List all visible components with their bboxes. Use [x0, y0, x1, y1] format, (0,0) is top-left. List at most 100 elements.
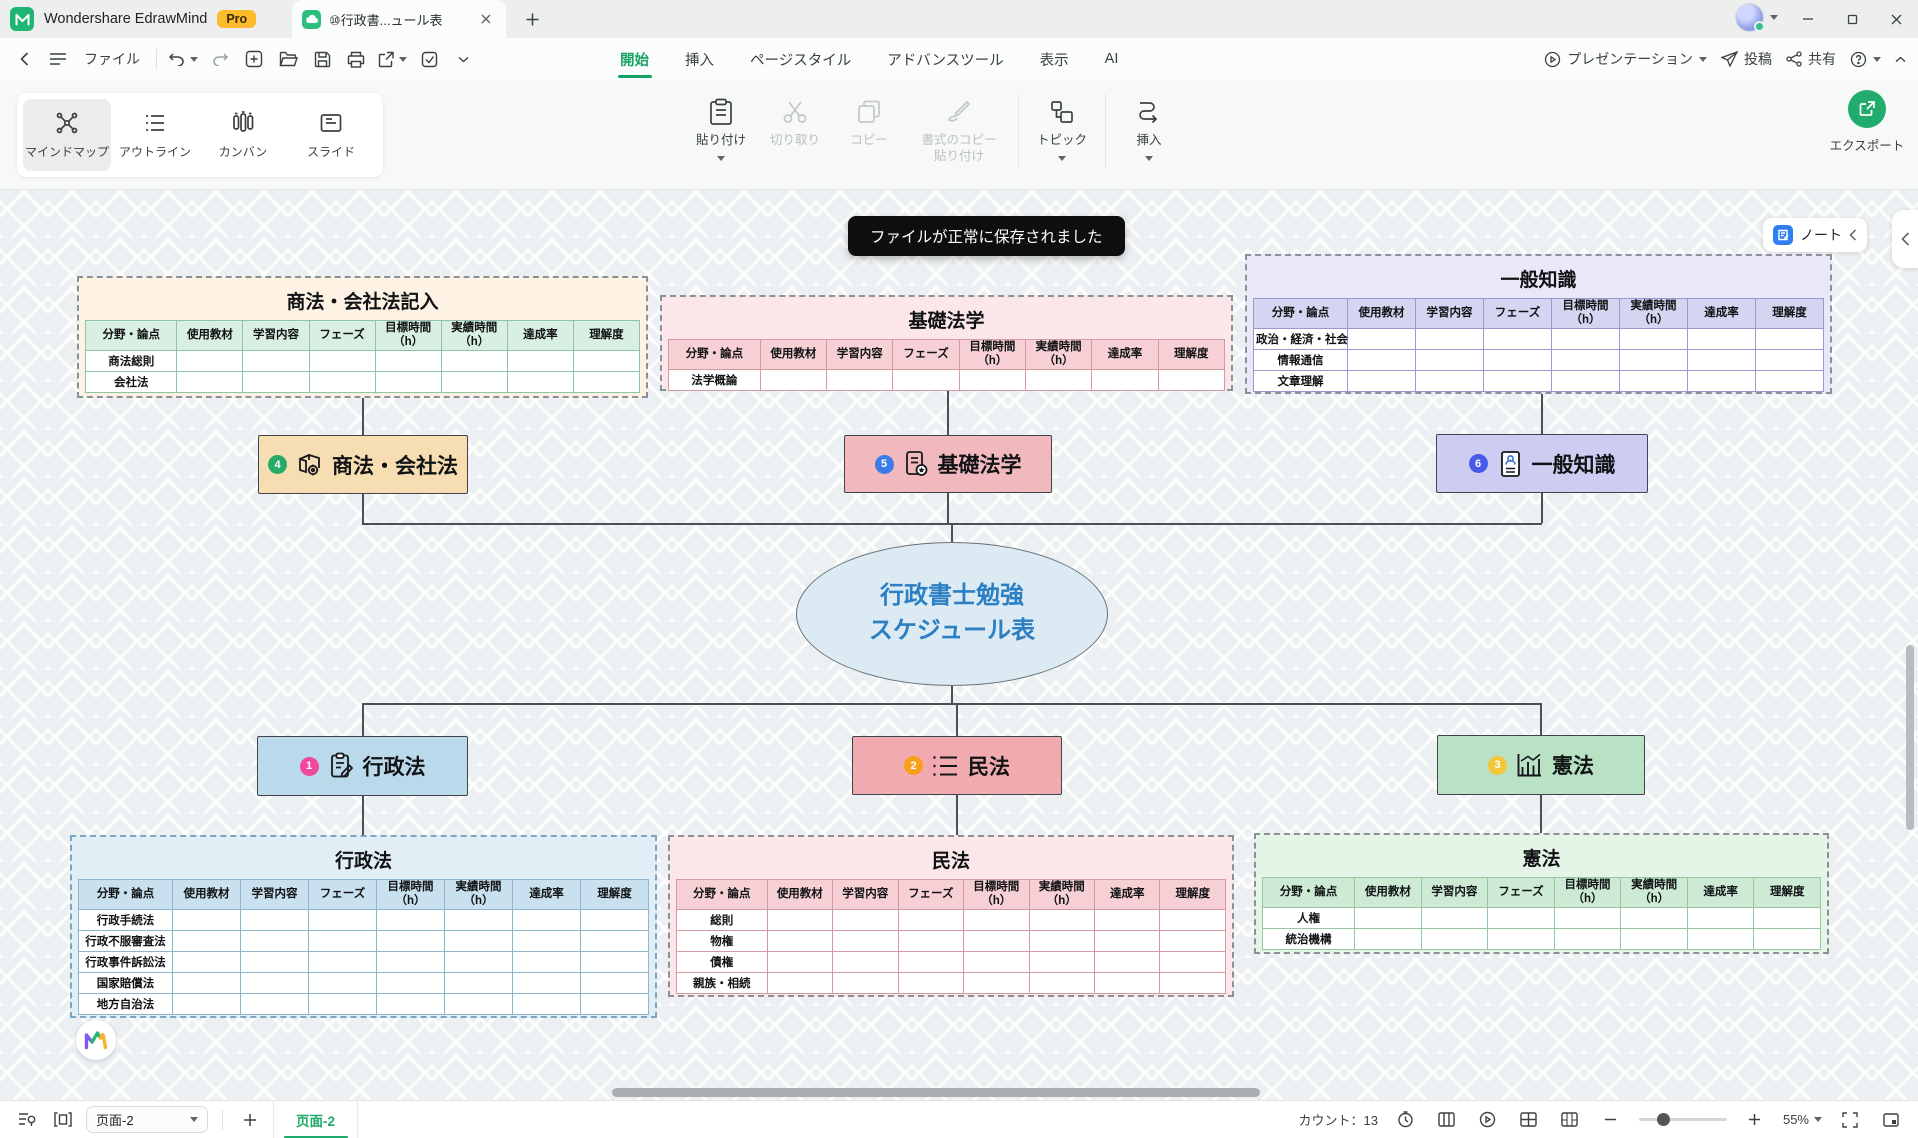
- export-button[interactable]: エクスポート: [1824, 90, 1910, 154]
- empty-cell: [1347, 370, 1417, 392]
- node-label: 一般知識: [1531, 453, 1616, 477]
- view-kanban[interactable]: カンバン: [199, 99, 287, 171]
- more-tools-chevron-icon[interactable]: [449, 45, 477, 73]
- node-number-badge: 1: [299, 756, 319, 776]
- close-tab-icon[interactable]: [476, 9, 496, 29]
- menu-row: ファイル: [0, 38, 1918, 80]
- table-header-cell: 実績時間（h）: [443, 879, 513, 910]
- paste-button[interactable]: 貼り付け: [684, 90, 758, 161]
- table-shoho-kaishaho[interactable]: 商法・会社法記入 分野・論点使用教材学習内容フェーズ目標時間（h）実績時間（h）…: [77, 276, 648, 398]
- minimize-button[interactable]: [1786, 0, 1830, 38]
- paste-chevron-down-icon[interactable]: [717, 155, 725, 161]
- table-kenpo[interactable]: 憲法 分野・論点使用教材学習内容フェーズ目標時間（h）実績時間（h）達成率理解度…: [1254, 833, 1829, 954]
- import-button[interactable]: [415, 45, 443, 73]
- note-button[interactable]: ノート: [1763, 218, 1867, 252]
- tab-page-style[interactable]: ページスタイル: [750, 52, 852, 69]
- empty-cell: [1028, 930, 1096, 952]
- kanban-view-icon[interactable]: [1434, 1107, 1460, 1133]
- insert-chevron-down-icon[interactable]: [1145, 155, 1153, 161]
- fit-screen-icon[interactable]: [1837, 1107, 1863, 1133]
- zoom-slider-knob[interactable]: [1656, 1113, 1670, 1126]
- view-slide[interactable]: スライド: [287, 99, 375, 171]
- open-file-button[interactable]: [274, 45, 302, 73]
- table-ippan-chishiki[interactable]: 一般知識 分野・論点使用教材学習内容フェーズ目標時間（h）実績時間（h）達成率理…: [1245, 254, 1832, 394]
- empty-cell: [242, 371, 310, 393]
- table-row: 商法総則: [84, 350, 641, 372]
- close-window-button[interactable]: [1874, 0, 1918, 38]
- table-kiso-hogaku[interactable]: 基礎法学 分野・論点使用教材学習内容フェーズ目標時間（h）実績時間（h）達成率理…: [660, 295, 1233, 391]
- tab-insert[interactable]: 挿入: [685, 52, 714, 69]
- post-button[interactable]: 投稿: [1721, 49, 1772, 69]
- note-button-label: ノート: [1800, 227, 1842, 243]
- mindmap-canvas[interactable]: ファイルが正常に保存されました ノート 商法・会社法記入: [0, 190, 1918, 1100]
- new-file-button[interactable]: [240, 45, 268, 73]
- save-button[interactable]: [308, 45, 336, 73]
- add-page-button[interactable]: [237, 1107, 263, 1133]
- new-tab-button[interactable]: [518, 5, 546, 33]
- connector-line: [1540, 795, 1542, 833]
- tab-advanced-tools[interactable]: アドバンスツール: [887, 52, 1004, 69]
- page-selector[interactable]: 页面-2: [86, 1106, 208, 1133]
- page-list-icon[interactable]: [14, 1107, 40, 1133]
- node-number-badge: 2: [904, 756, 923, 775]
- copy-button[interactable]: コピー: [832, 90, 906, 149]
- file-menu[interactable]: ファイル: [84, 51, 140, 67]
- node-kiso-hogaku[interactable]: 5 基礎法学: [844, 435, 1052, 493]
- zoom-in-button[interactable]: [1742, 1107, 1768, 1133]
- undo-button[interactable]: [167, 45, 200, 73]
- share-export-button[interactable]: [376, 45, 409, 73]
- cut-button[interactable]: 切り取り: [758, 90, 832, 149]
- central-topic[interactable]: 行政書士勉強 スケジュール表: [796, 542, 1108, 686]
- account-area[interactable]: [1735, 3, 1778, 32]
- empty-cell: [440, 350, 508, 372]
- node-kenpo[interactable]: 3 憲法: [1437, 735, 1645, 795]
- help-button[interactable]: [1850, 51, 1881, 68]
- view-outline-label: アウトライン: [118, 144, 191, 159]
- document-tab[interactable]: ⑩行政書...ュール表: [292, 0, 506, 38]
- empty-cell: [443, 951, 513, 973]
- vertical-scrollbar[interactable]: [1906, 645, 1914, 830]
- format-painter-button[interactable]: 書式のコピー貼り付け: [906, 90, 1012, 164]
- page-tab[interactable]: 页面-2: [273, 1100, 359, 1138]
- node-label: 商法・会社法: [332, 454, 458, 478]
- document-tab-title: ⑩行政書...ュール表: [329, 12, 443, 28]
- node-number-badge: 4: [268, 455, 287, 474]
- checkerboard-icon[interactable]: [1557, 1107, 1583, 1133]
- view-outline[interactable]: アウトライン: [111, 99, 199, 171]
- collapse-ribbon-chevron-icon[interactable]: [1895, 56, 1906, 63]
- navigator-icon[interactable]: [1516, 1107, 1542, 1133]
- node-shoho-kaishaho[interactable]: 4 商法・会社法: [258, 435, 468, 494]
- user-avatar[interactable]: [1735, 3, 1765, 32]
- horizontal-scrollbar[interactable]: [612, 1088, 1260, 1097]
- insert-button[interactable]: 挿入: [1112, 90, 1186, 161]
- table-gyoseiho[interactable]: 行政法 分野・論点使用教材学習内容フェーズ目標時間（h）実績時間（h）達成率理解…: [70, 835, 657, 1018]
- node-ippan-chishiki[interactable]: 6 一般知識: [1436, 434, 1648, 493]
- avatar-chevron-down-icon[interactable]: [1770, 15, 1778, 20]
- panel-expand-tab[interactable]: [1892, 210, 1918, 268]
- table-minpo[interactable]: 民法 分野・論点使用教材学習内容フェーズ目標時間（h）実績時間（h）達成率理解度…: [668, 835, 1234, 997]
- node-minpo[interactable]: 2 民法: [852, 736, 1062, 795]
- zoom-slider[interactable]: [1638, 1113, 1727, 1126]
- topic-chevron-down-icon[interactable]: [1058, 155, 1066, 161]
- presentation-button[interactable]: プレゼンテーション: [1544, 49, 1707, 69]
- empty-cell: [963, 909, 1030, 931]
- print-button[interactable]: [342, 45, 370, 73]
- view-mindmap[interactable]: マインドマップ: [23, 99, 111, 171]
- tab-view[interactable]: 表示: [1039, 52, 1069, 69]
- fullscreen-icon[interactable]: [1878, 1107, 1904, 1133]
- timer-icon[interactable]: [1393, 1107, 1419, 1133]
- topic-button[interactable]: トピック: [1025, 90, 1099, 161]
- back-button[interactable]: [10, 45, 38, 73]
- maximize-button[interactable]: [1830, 0, 1874, 38]
- hamburger-menu-icon[interactable]: [44, 45, 72, 73]
- tab-ai[interactable]: AI: [1104, 51, 1119, 67]
- frame-view-icon[interactable]: [50, 1107, 76, 1133]
- zoom-out-button[interactable]: [1598, 1107, 1624, 1133]
- node-gyoseiho[interactable]: 1 行政法: [257, 736, 468, 796]
- redo-button[interactable]: [206, 45, 234, 73]
- zoom-level[interactable]: 55%: [1783, 1112, 1822, 1127]
- share-button[interactable]: 共有: [1786, 49, 1836, 69]
- play-presentation-icon[interactable]: [1475, 1107, 1501, 1133]
- empty-cell: [832, 909, 899, 931]
- tab-start[interactable]: 開始: [606, 38, 663, 80]
